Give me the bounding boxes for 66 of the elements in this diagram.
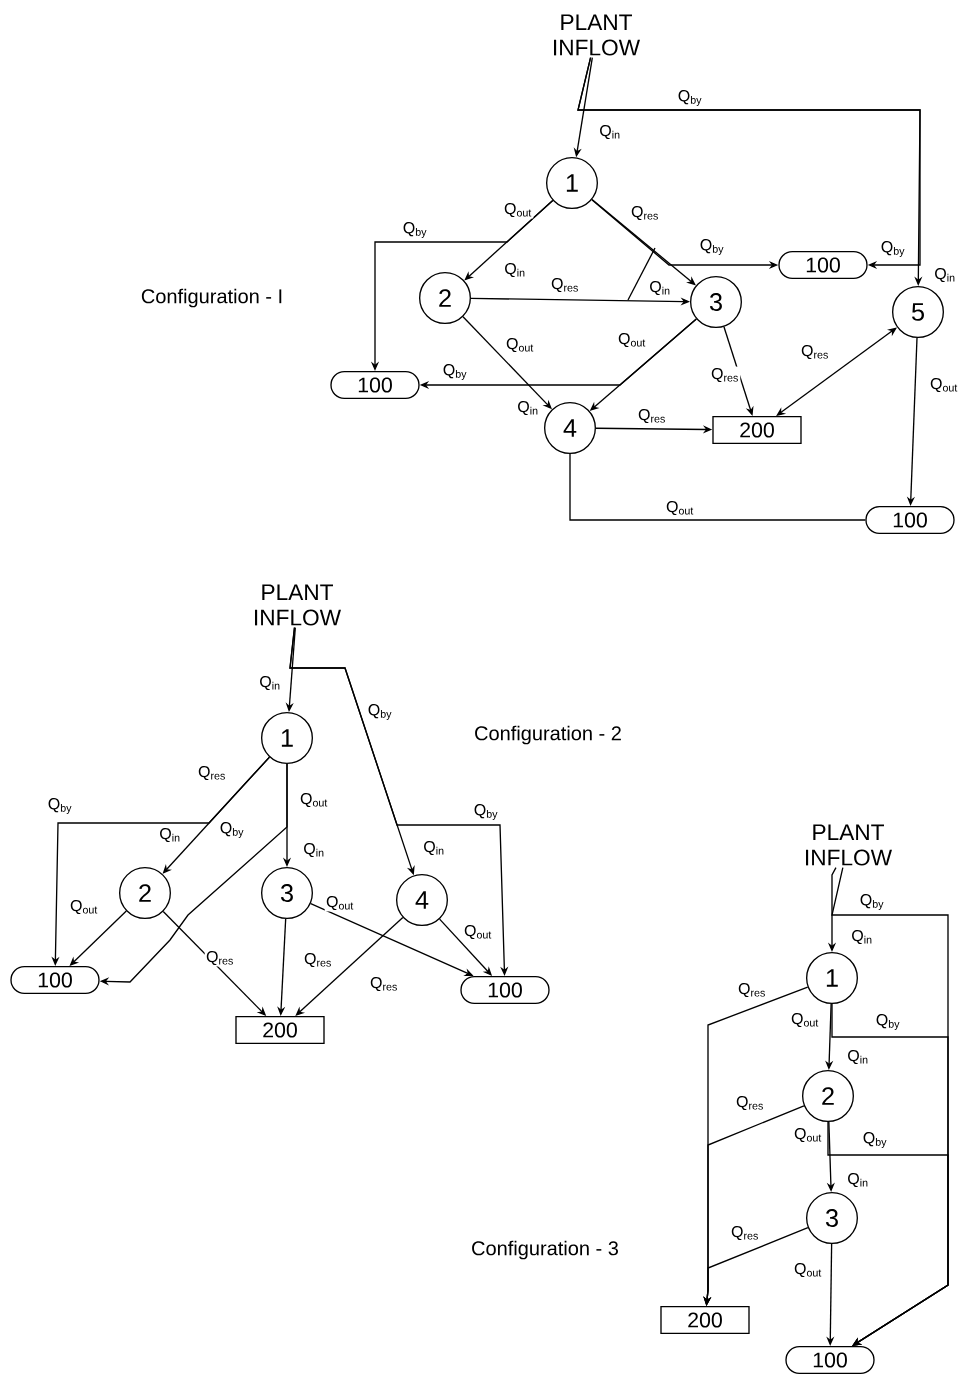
edge-label: Q$_{by}$ bbox=[858, 892, 886, 912]
edge-label: Q$_{by}$ bbox=[46, 796, 74, 816]
edge-label: Q$_{res}$ bbox=[729, 1224, 761, 1242]
edge-label: Q$_{by}$ bbox=[698, 237, 726, 257]
flow-label: Q$_{in}$ bbox=[301, 841, 327, 859]
flow-arrow bbox=[295, 916, 404, 1016]
rounded-box: 100 bbox=[785, 1346, 875, 1374]
edge-label: Q$_{by}$ bbox=[676, 88, 704, 108]
rounded-box: 100 bbox=[330, 371, 420, 399]
inflow-label: PLANT INFLOW bbox=[554, 14, 640, 56]
edge-label: Q$_{out}$ bbox=[324, 894, 356, 912]
edge-label: Q$_{res}$ bbox=[734, 1094, 766, 1112]
edge-label: Q$_{res}$ bbox=[302, 951, 334, 969]
edge-label: Q$_{by}$ bbox=[879, 239, 907, 259]
edge-label: Q$_{out}$ bbox=[298, 791, 330, 809]
edge-label: Q$_{out}$ bbox=[462, 923, 494, 941]
edge-label: Q$_{res}$ bbox=[736, 981, 768, 999]
edge-label: Q$_{by}$ bbox=[472, 802, 500, 822]
rounded-box: 100 bbox=[865, 506, 955, 534]
flow-arrow bbox=[827, 1121, 949, 1346]
edge-label: Q$_{out}$ bbox=[502, 201, 534, 219]
flow-label: Q$_{in}$ bbox=[647, 279, 673, 297]
edge-label: Q$_{res}$ bbox=[799, 343, 831, 361]
inflow-label: PLANT INFLOW bbox=[255, 584, 341, 626]
flow-label: Q$_{in}$ bbox=[845, 1171, 871, 1189]
flow-label: Q$_{in}$ bbox=[932, 266, 958, 284]
edge-label: Q$_{res}$ bbox=[204, 949, 236, 967]
edge-label: Q$_{out}$ bbox=[504, 336, 536, 354]
edge-label: Q$_{out}$ bbox=[928, 376, 960, 394]
rounded-box: 100 bbox=[460, 976, 550, 1004]
flow-arrow bbox=[776, 327, 897, 416]
edge-label: Q$_{res}$ bbox=[636, 407, 668, 425]
edge-label: Q$_{by}$ bbox=[874, 1012, 902, 1032]
edge-label: Q$_{in}$ bbox=[257, 674, 283, 692]
flow-label: Q$_{in}$ bbox=[502, 261, 528, 279]
rounded-box: 100 bbox=[10, 966, 100, 994]
edge-label: Q$_{by}$ bbox=[218, 820, 246, 840]
edge-label: Q$_{res}$ bbox=[709, 366, 741, 384]
edge-label: Q$_{res}$ bbox=[549, 276, 581, 294]
flow-label: Q$_{in}$ bbox=[421, 839, 447, 857]
edge-label: Q$_{out}$ bbox=[68, 898, 100, 916]
edge-label: Q$_{by}$ bbox=[366, 702, 394, 722]
edge-label: Q$_{in}$ bbox=[849, 928, 875, 946]
edge-label: Q$_{res}$ bbox=[368, 975, 400, 993]
number-box: 200 bbox=[235, 1016, 325, 1044]
configuration-label: Configuration - 2 bbox=[475, 725, 621, 745]
edge-label: Q$_{by}$ bbox=[441, 362, 469, 382]
edge-label: Q$_{by}$ bbox=[861, 1130, 889, 1150]
flow-arrow bbox=[723, 326, 754, 416]
flow-label: Q$_{in}$ bbox=[157, 826, 183, 844]
number-box: 200 bbox=[660, 1306, 750, 1334]
edge-label: Q$_{out}$ bbox=[789, 1011, 821, 1029]
flow-label: Q$_{in}$ bbox=[845, 1048, 871, 1066]
edge-label: Q$_{res}$ bbox=[196, 764, 228, 782]
rounded-box: 100 bbox=[778, 251, 868, 279]
edge-label: Q$_{out}$ bbox=[792, 1261, 824, 1279]
edge-label: Q$_{by}$ bbox=[401, 220, 429, 240]
edge-label: Q$_{out}$ bbox=[616, 331, 648, 349]
edge-label: Q$_{res}$ bbox=[629, 204, 661, 222]
number-box: 200 bbox=[712, 416, 802, 444]
inflow-label: PLANT INFLOW bbox=[806, 824, 892, 866]
edge-label: Q$_{out}$ bbox=[792, 1126, 824, 1144]
flow-label: Q$_{in}$ bbox=[515, 399, 541, 417]
configuration-label: Configuration - I bbox=[141, 288, 282, 308]
edge-label: Q$_{in}$ bbox=[597, 123, 623, 141]
edge-label: Q$_{out}$ bbox=[664, 499, 696, 517]
